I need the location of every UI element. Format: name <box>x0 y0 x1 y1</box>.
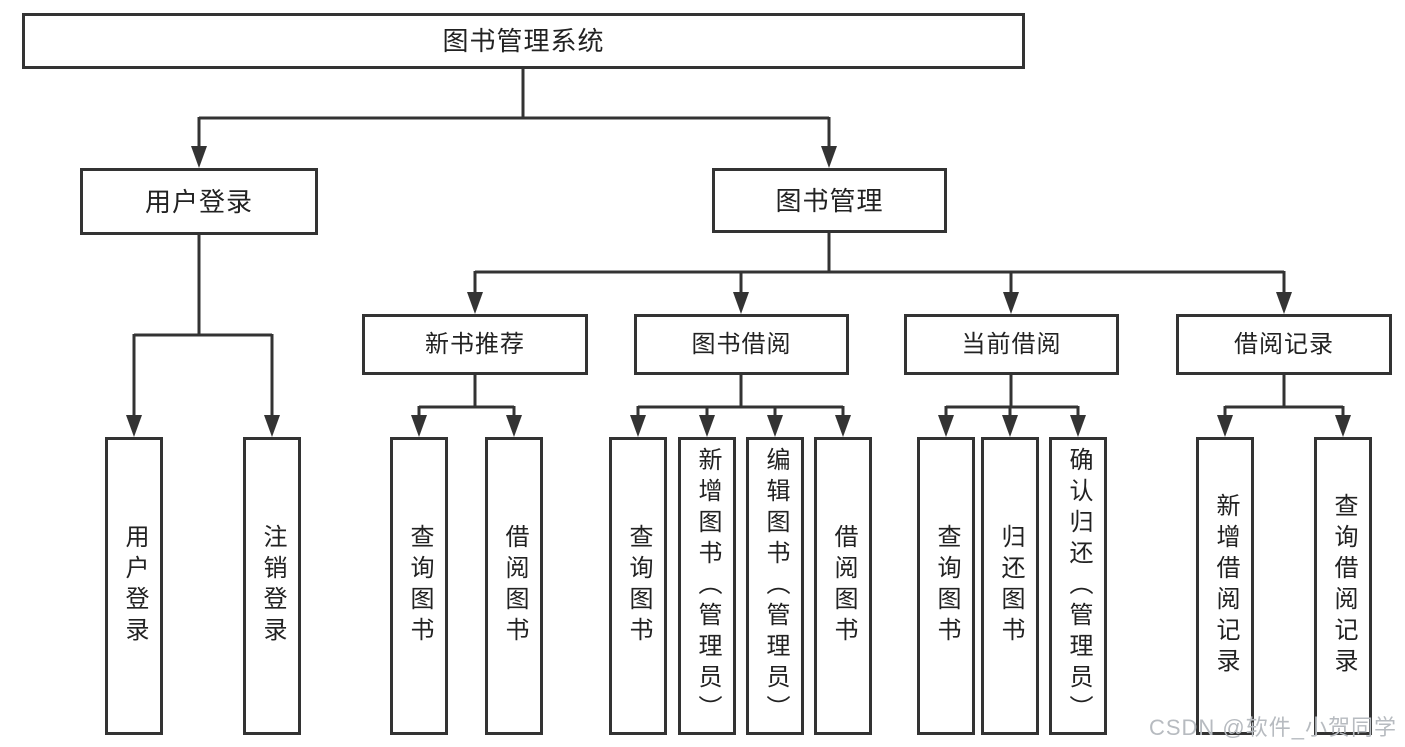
node-borrow-records-label: 借阅记录 <box>1234 330 1334 358</box>
node-book-borrow: 图书借阅 <box>634 314 849 375</box>
leaf-add-borrow-record: 新增借阅记录 <box>1196 437 1254 735</box>
leaf-query-books-recommend-label: 查询图书 <box>406 524 433 648</box>
leaf-edit-book-admin: 编辑图书（管理员） <box>746 437 804 735</box>
leaf-query-books-borrow-label: 查询图书 <box>625 524 652 648</box>
leaf-borrow-books-label: 借阅图书 <box>830 524 857 648</box>
node-current-borrow-label: 当前借阅 <box>961 330 1062 358</box>
leaf-edit-book-admin-label: 编辑图书（管理员） <box>762 446 789 726</box>
leaf-query-books-current-label: 查询图书 <box>933 524 960 648</box>
node-borrow-records: 借阅记录 <box>1176 314 1392 375</box>
arrowheads <box>126 146 1351 437</box>
leaf-query-borrow-record-label: 查询借阅记录 <box>1330 493 1357 679</box>
leaf-return-book: 归还图书 <box>981 437 1039 735</box>
leaf-logout: 注销登录 <box>243 437 301 735</box>
leaf-query-books-recommend: 查询图书 <box>390 437 448 735</box>
leaf-borrow-books-recommend-label: 借阅图书 <box>501 524 528 648</box>
leaf-query-books-current: 查询图书 <box>917 437 975 735</box>
node-current-borrow: 当前借阅 <box>904 314 1119 375</box>
leaf-user-login: 用户登录 <box>105 437 163 735</box>
leaf-add-borrow-record-label: 新增借阅记录 <box>1212 493 1239 679</box>
leaf-borrow-books-recommend: 借阅图书 <box>485 437 543 735</box>
leaf-add-book-admin-label: 新增图书（管理员） <box>694 446 721 726</box>
leaf-return-book-label: 归还图书 <box>997 524 1024 648</box>
node-new-book-recommend-label: 新书推荐 <box>425 330 525 358</box>
node-book-borrow-label: 图书借阅 <box>691 330 792 358</box>
leaf-query-borrow-record: 查询借阅记录 <box>1314 437 1372 735</box>
leaf-borrow-books: 借阅图书 <box>814 437 872 735</box>
csdn-watermark: CSDN @软件_小贺同学 <box>1148 715 1397 740</box>
node-book-management: 图书管理 <box>712 168 947 233</box>
leaf-confirm-return-admin: 确认归还（管理员） <box>1049 437 1107 735</box>
node-user-login-label: 用户登录 <box>144 186 253 217</box>
leaf-query-books-borrow: 查询图书 <box>609 437 667 735</box>
node-book-management-label: 图书管理 <box>775 185 884 216</box>
leaf-confirm-return-admin-label: 确认归还（管理员） <box>1065 446 1092 726</box>
leaf-add-book-admin: 新增图书（管理员） <box>678 437 736 735</box>
node-library-system: 图书管理系统 <box>22 13 1025 69</box>
node-user-login: 用户登录 <box>80 168 318 235</box>
leaf-logout-label: 注销登录 <box>259 524 286 648</box>
node-new-book-recommend: 新书推荐 <box>362 314 588 375</box>
leaf-user-login-label: 用户登录 <box>121 524 148 648</box>
node-library-system-label: 图书管理系统 <box>442 26 605 56</box>
